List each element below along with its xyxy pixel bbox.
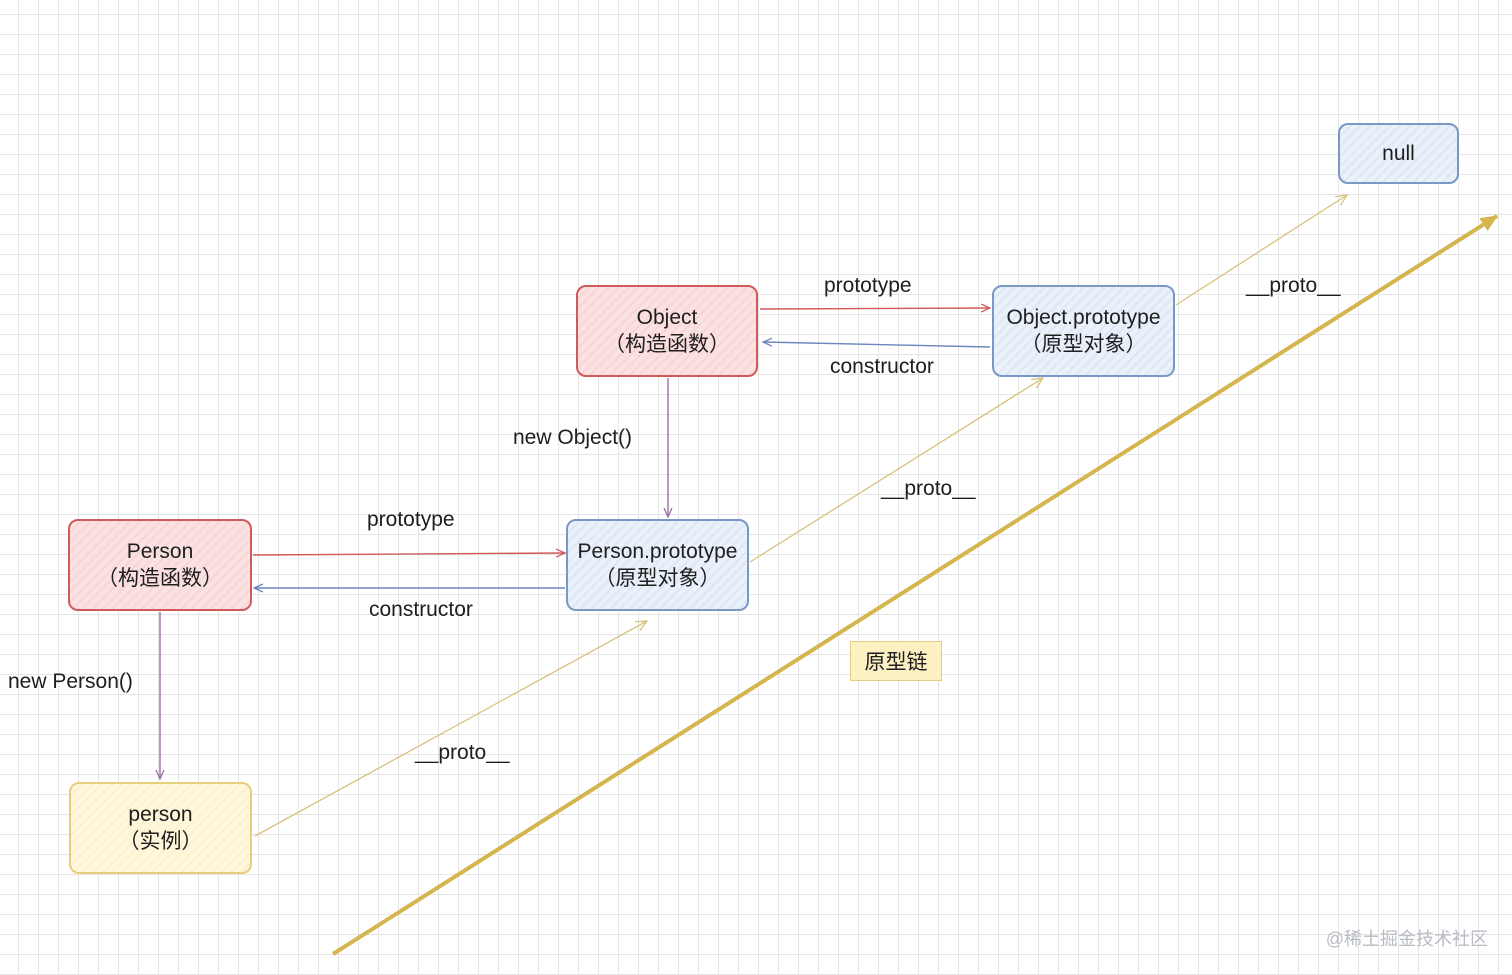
person-instance-node[interactable]: person （实例）	[69, 782, 252, 874]
label-new-person: new Person()	[8, 670, 133, 693]
arrow-proto-object-prototype	[1175, 195, 1347, 306]
object-constructor-node[interactable]: Object （构造函数）	[576, 285, 758, 377]
label-person-prototype: prototype	[367, 508, 455, 531]
arrow-proto-person-prototype	[749, 378, 1043, 563]
person-instance-title: person	[128, 803, 193, 826]
prototype-chain-badge: 原型链	[850, 641, 942, 681]
prototype-chain-label: 原型链	[864, 651, 928, 674]
null-title: null	[1382, 142, 1415, 165]
label-proto-person-prototype: __proto__	[881, 477, 976, 500]
object-prototype-node[interactable]: Object.prototype （原型对象）	[992, 285, 1175, 377]
arrow-proto-instance	[254, 621, 647, 837]
person-constructor-title: Person	[126, 540, 194, 563]
label-proto-object-prototype: __proto__	[1246, 274, 1341, 297]
person-prototype-node[interactable]: Person.prototype （原型对象）	[566, 519, 749, 611]
label-person-constructor: constructor	[369, 598, 473, 621]
label-object-constructor: constructor	[830, 355, 934, 378]
label-object-prototype: prototype	[824, 274, 912, 297]
arrow-person-prototype	[252, 553, 565, 555]
null-node[interactable]: null	[1338, 123, 1459, 184]
arrow-object-prototype	[759, 308, 990, 309]
person-constructor-subtitle: （构造函数）	[97, 567, 223, 590]
watermark: @稀土掘金技术社区	[1325, 929, 1488, 949]
person-constructor-node[interactable]: Person （构造函数）	[68, 519, 252, 611]
object-prototype-subtitle: （原型对象）	[1020, 333, 1147, 356]
object-constructor-subtitle: （构造函数）	[604, 333, 730, 356]
object-constructor-title: Object	[636, 306, 698, 329]
arrow-object-constructor	[763, 342, 991, 348]
person-prototype-subtitle: （原型对象）	[594, 567, 721, 590]
label-proto-instance: __proto__	[415, 741, 510, 764]
person-instance-subtitle: （实例）	[118, 830, 203, 853]
person-prototype-title: Person.prototype	[577, 540, 738, 563]
object-prototype-title: Object.prototype	[1006, 306, 1161, 329]
prototype-chain-arrow	[331, 214, 1499, 956]
label-new-object: new Object()	[513, 426, 633, 449]
